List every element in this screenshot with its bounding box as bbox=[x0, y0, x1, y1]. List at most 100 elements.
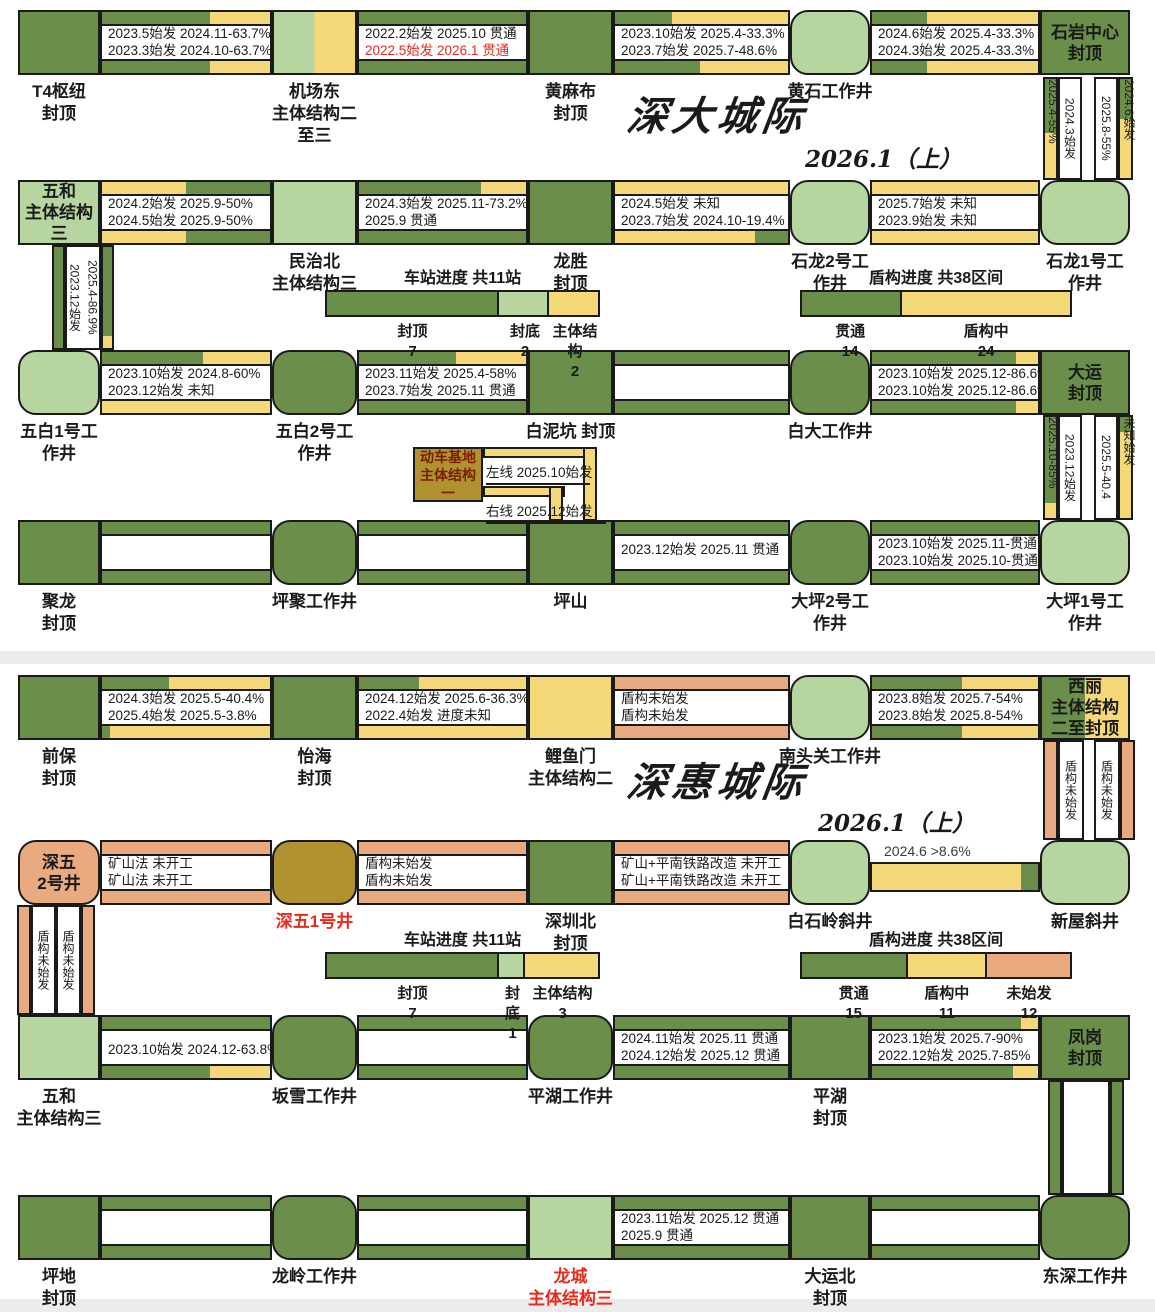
bottom-separator-band bbox=[0, 1299, 1155, 1312]
bar-fill bbox=[102, 1246, 270, 1258]
depot-branch-block: 动车基地 主体结构一 bbox=[413, 447, 483, 502]
segment: 2024.3始发 2025.5-40.4%2025.4始发 2025.5-3.8… bbox=[100, 675, 272, 740]
segment-bar bbox=[615, 182, 788, 194]
segment-bar bbox=[102, 677, 270, 689]
segment-bar bbox=[615, 401, 788, 413]
segment-text: 2023.8始发 2025.8-54% bbox=[878, 707, 1023, 723]
bar-fill bbox=[872, 231, 1038, 243]
vertical-text-strip: 2024.3始发 bbox=[1058, 77, 1082, 180]
bar-fill bbox=[615, 891, 788, 903]
station-label: 民治北 主体结构三 bbox=[272, 252, 357, 293]
vertical-text: 2024.3始发 bbox=[1062, 98, 1077, 159]
station-label: 深五1号井 bbox=[275, 912, 354, 931]
segment-bar bbox=[872, 12, 1038, 24]
station-block bbox=[790, 180, 870, 245]
bar-fill bbox=[872, 571, 1038, 583]
segment-bar bbox=[615, 842, 788, 854]
legend-bar bbox=[325, 952, 600, 979]
bar-fill bbox=[1120, 417, 1131, 433]
legend-cell bbox=[549, 290, 600, 317]
segment-bar bbox=[872, 571, 1038, 583]
legend-label: 主体结构 2 bbox=[552, 323, 598, 380]
bar-fill bbox=[54, 247, 63, 348]
bar-fill bbox=[615, 726, 788, 738]
vertical-bar bbox=[1120, 740, 1135, 840]
segment-text-box bbox=[102, 1209, 270, 1246]
vertical-segment bbox=[1048, 1080, 1124, 1195]
station-block bbox=[18, 1195, 100, 1260]
segment-bar bbox=[615, 571, 788, 583]
segment-bar bbox=[872, 726, 1038, 738]
station-block bbox=[272, 840, 357, 905]
bar-fill bbox=[102, 352, 203, 364]
segment-bar bbox=[872, 1246, 1038, 1258]
bar-fill bbox=[615, 677, 788, 689]
station-label: 南头关工作井 bbox=[779, 747, 881, 766]
bar-fill bbox=[615, 1066, 788, 1078]
segment bbox=[100, 1195, 272, 1260]
legend-label: 贯通 15 bbox=[838, 985, 869, 1022]
segment-bar bbox=[615, 726, 788, 738]
station-label: 坪聚工作井 bbox=[272, 592, 357, 611]
station-block bbox=[272, 520, 357, 585]
bar-fill bbox=[1013, 1066, 1038, 1078]
bar-fill-stack bbox=[1112, 1082, 1122, 1193]
bar-fill bbox=[102, 231, 186, 243]
station-label: 五白1号工 作井 bbox=[20, 422, 98, 463]
segment: 2023.10始发 2024.8-60%2023.12始发 未知 bbox=[100, 350, 272, 415]
bar-fill bbox=[1045, 742, 1056, 838]
bar-fill bbox=[1021, 1017, 1038, 1029]
segment-text-box: 矿山+平南铁路改造 未开工矿山+平南铁路改造 未开工 bbox=[615, 854, 788, 891]
segment-text-box: 矿山法 未开工矿山法 未开工 bbox=[102, 854, 270, 891]
bar-fill bbox=[359, 182, 481, 194]
segment-text: 2023.7始发 2025.11 贯通 bbox=[365, 382, 516, 398]
segment-text-box: 2023.10始发 2025.12-86.6%2023.10始发 2025.12… bbox=[872, 364, 1050, 401]
segment-bar bbox=[615, 1017, 788, 1029]
segment-text-box: 2024.3始发 2025.5-40.4%2025.4始发 2025.5-3.8… bbox=[102, 689, 270, 726]
section-separator-band bbox=[0, 651, 1155, 664]
bar-fill bbox=[102, 1066, 210, 1078]
vertical-bar bbox=[1048, 1080, 1062, 1195]
legend-cell bbox=[986, 952, 1072, 979]
segment-text: 2023.11始发 2025.12 贯通 bbox=[621, 1211, 780, 1227]
bar-fill bbox=[615, 1197, 788, 1209]
bar-fill bbox=[359, 61, 526, 73]
segment-bar bbox=[102, 842, 270, 854]
station-label: 龙城 主体结构三 bbox=[528, 1267, 613, 1308]
segment-bar bbox=[102, 61, 270, 73]
legend-label: 主体结构 3 bbox=[532, 985, 593, 1022]
bar-fill bbox=[672, 12, 788, 24]
bar-fill-stack bbox=[1122, 742, 1133, 838]
bar-fill bbox=[1045, 502, 1056, 518]
segment-bar bbox=[102, 891, 270, 903]
bar-fill bbox=[359, 571, 526, 583]
segment-bar bbox=[359, 182, 526, 194]
bar-fill bbox=[872, 12, 927, 24]
segment-bar bbox=[102, 1066, 270, 1078]
bar-fill bbox=[359, 1066, 526, 1078]
segment-bar bbox=[102, 571, 270, 583]
bar-fill bbox=[872, 677, 962, 689]
segment-bar bbox=[615, 522, 788, 534]
bar-fill-stack bbox=[1120, 79, 1131, 178]
segment-text-box: 2023.8始发 2025.7-54%2023.8始发 2025.8-54% bbox=[872, 689, 1038, 726]
station-block bbox=[790, 1195, 870, 1260]
segment-bar bbox=[872, 61, 1038, 73]
bar-fill bbox=[615, 571, 788, 583]
segment-text: 2023.10始发 2025.12-86.6% bbox=[878, 382, 1050, 398]
bar-fill bbox=[110, 726, 270, 738]
station-block bbox=[272, 675, 357, 740]
station-label: 龙胜 封顶 bbox=[553, 252, 588, 293]
bar-fill bbox=[359, 726, 526, 738]
segment-text: 2023.10始发 2024.8-60% bbox=[108, 366, 261, 382]
station-block bbox=[18, 675, 100, 740]
segment: 盾构未始发盾构未始发 bbox=[357, 840, 528, 905]
segment-text-box bbox=[359, 1029, 526, 1066]
station-label: 怡海 封顶 bbox=[297, 747, 332, 788]
station-label: 坪地 封顶 bbox=[42, 1267, 76, 1308]
bar-fill bbox=[615, 842, 788, 854]
